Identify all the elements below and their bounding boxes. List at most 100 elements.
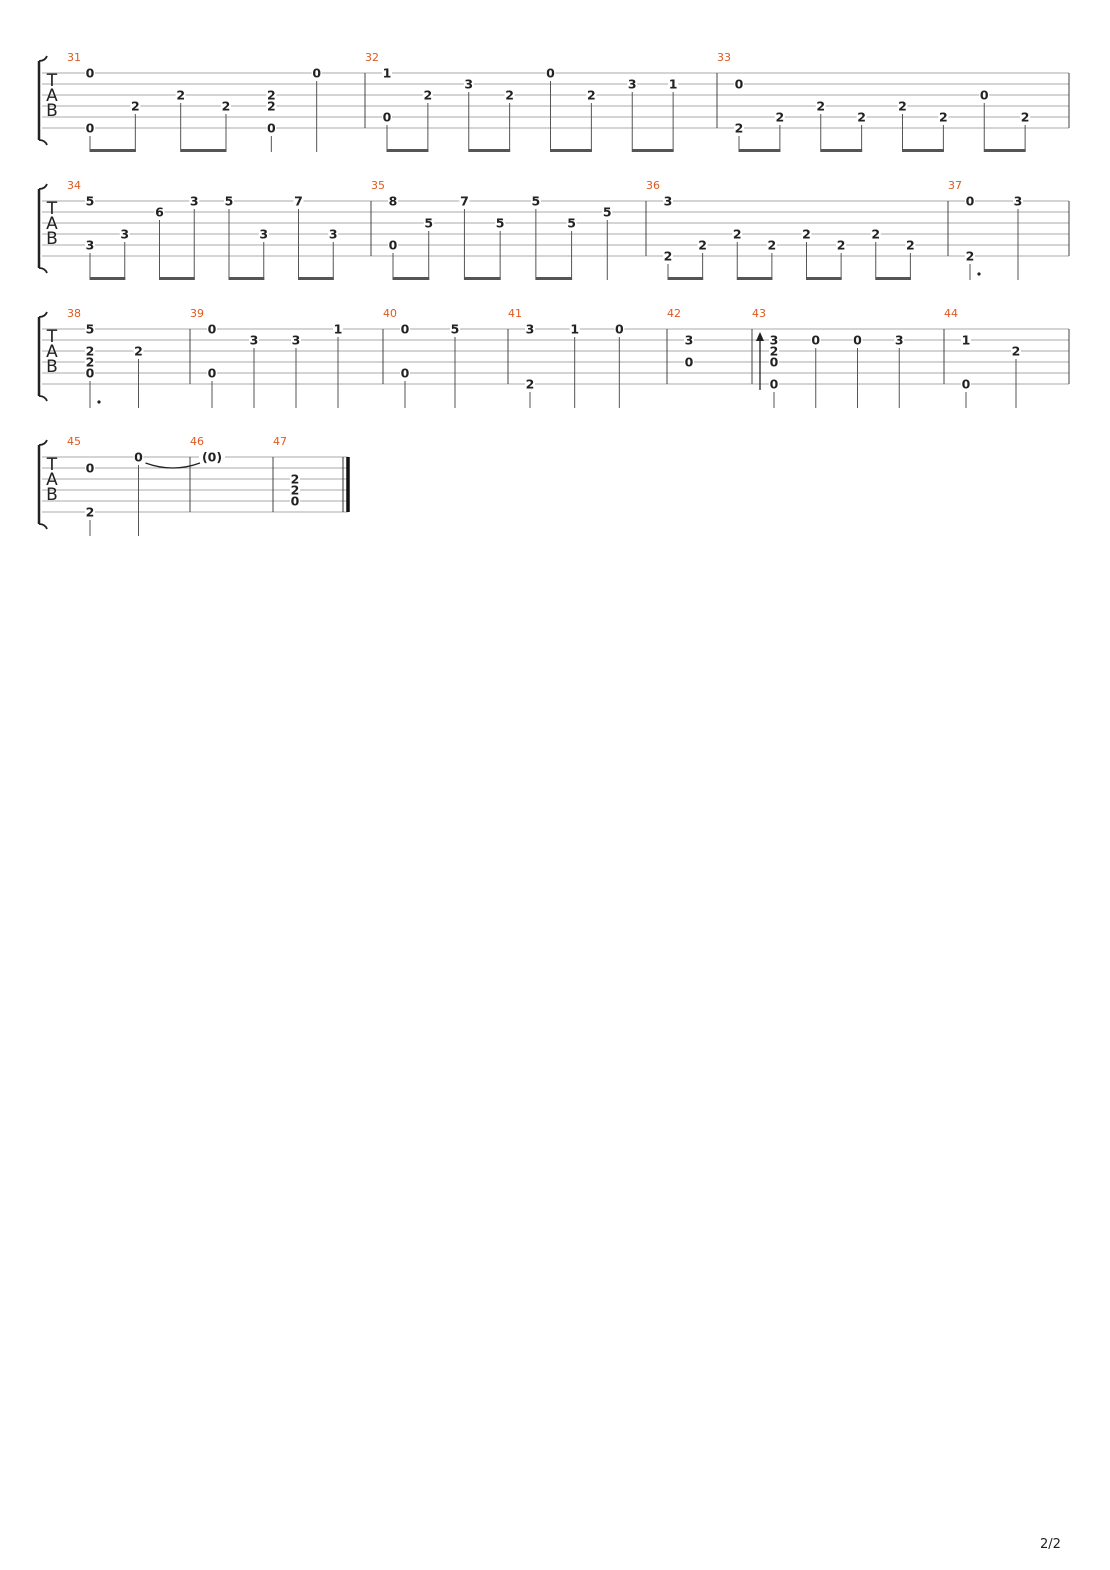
fret-mask bbox=[85, 462, 95, 474]
fret-mask bbox=[85, 122, 95, 134]
fret-number: 0 bbox=[770, 355, 779, 370]
fret-number: 2 bbox=[733, 227, 742, 242]
fret-number: 5 bbox=[86, 322, 95, 337]
fret-number: 2 bbox=[86, 344, 95, 359]
fret-mask bbox=[221, 100, 231, 112]
fret-mask bbox=[801, 228, 812, 240]
measure-number: 38 bbox=[67, 307, 81, 320]
fret-number: 3 bbox=[770, 333, 779, 348]
fret-number: 2 bbox=[768, 238, 777, 253]
fret-number: 2 bbox=[776, 110, 785, 125]
fret-mask bbox=[422, 89, 433, 101]
beam bbox=[180, 149, 227, 152]
fret-mask bbox=[290, 484, 300, 496]
fret-number: 2 bbox=[1021, 110, 1030, 125]
fret-number: 3 bbox=[628, 77, 637, 92]
fret-number: 7 bbox=[460, 194, 469, 209]
fret-mask bbox=[734, 122, 744, 134]
fret-mask bbox=[207, 367, 217, 379]
fret-mask bbox=[382, 111, 392, 123]
measure-number: 42 bbox=[667, 307, 681, 320]
fret-number: 3 bbox=[664, 194, 673, 209]
fret-number: 0 bbox=[853, 333, 862, 348]
measure-number: 44 bbox=[944, 307, 958, 320]
tab-clef-letter: B bbox=[46, 101, 58, 121]
beam bbox=[159, 277, 195, 280]
fret-number: 0 bbox=[312, 66, 321, 81]
beam bbox=[90, 149, 136, 152]
fret-mask bbox=[130, 100, 141, 112]
fret-number: 2 bbox=[505, 88, 514, 103]
fret-mask bbox=[207, 323, 217, 335]
bracket-hook-top bbox=[38, 55, 48, 62]
fret-number: 0 bbox=[86, 366, 95, 381]
fret-mask bbox=[905, 239, 916, 251]
beam bbox=[298, 277, 334, 280]
fret-mask bbox=[766, 239, 777, 251]
beam bbox=[393, 277, 430, 280]
tab-clef-letter: T bbox=[46, 71, 58, 91]
fret-mask bbox=[333, 323, 343, 335]
fret-number: 3 bbox=[86, 238, 95, 253]
fret-mask bbox=[85, 67, 95, 79]
fret-mask bbox=[627, 78, 638, 90]
tab-clef-letter: A bbox=[46, 470, 58, 490]
fret-mask bbox=[133, 451, 144, 463]
fret-number: 2 bbox=[86, 505, 95, 520]
beam bbox=[820, 149, 863, 152]
fret-mask bbox=[199, 451, 225, 463]
fret-mask bbox=[85, 367, 95, 379]
fret-number: 3 bbox=[250, 333, 259, 348]
fret-mask bbox=[388, 239, 398, 251]
fret-number: 0 bbox=[134, 450, 143, 465]
fret-mask bbox=[266, 89, 277, 101]
fret-mask bbox=[85, 506, 95, 518]
fret-number: 0 bbox=[401, 366, 410, 381]
fret-number: 2 bbox=[131, 99, 140, 114]
beam bbox=[229, 277, 265, 280]
fret-number: 2 bbox=[735, 121, 744, 136]
fret-number: 5 bbox=[424, 216, 433, 231]
fret-mask bbox=[663, 195, 673, 207]
fret-mask bbox=[530, 195, 541, 207]
fret-mask bbox=[769, 345, 779, 357]
fret-number: 2 bbox=[837, 238, 846, 253]
fret-mask bbox=[1013, 195, 1023, 207]
fret-number: 1 bbox=[383, 66, 392, 81]
fret-mask bbox=[961, 378, 971, 390]
fret-mask bbox=[175, 89, 186, 101]
fret-number: 1 bbox=[570, 322, 579, 337]
fret-mask bbox=[119, 228, 130, 240]
fret-mask bbox=[85, 356, 95, 368]
fret-number: 2 bbox=[816, 99, 825, 114]
fret-number: 2 bbox=[906, 238, 915, 253]
fret-number: 2 bbox=[291, 472, 300, 487]
fret-number: 2 bbox=[134, 344, 143, 359]
fret-number: 2 bbox=[664, 249, 673, 264]
fret-mask bbox=[85, 195, 95, 207]
tab-clef-letter: B bbox=[46, 357, 58, 377]
beam bbox=[875, 277, 911, 280]
beam bbox=[387, 149, 429, 152]
fret-mask bbox=[249, 334, 259, 346]
fret-number: 3 bbox=[292, 333, 301, 348]
fret-number: 2 bbox=[770, 344, 779, 359]
fret-number: 7 bbox=[294, 194, 303, 209]
tab-clef-letter: B bbox=[46, 229, 58, 249]
fret-mask bbox=[965, 195, 975, 207]
beam bbox=[806, 277, 842, 280]
fret-number: 2 bbox=[939, 110, 948, 125]
measure-46: 46(0) bbox=[145, 435, 225, 469]
fret-mask bbox=[1011, 345, 1021, 357]
bracket-hook-top bbox=[38, 311, 48, 318]
fret-mask bbox=[566, 217, 577, 229]
fret-mask bbox=[388, 195, 398, 207]
